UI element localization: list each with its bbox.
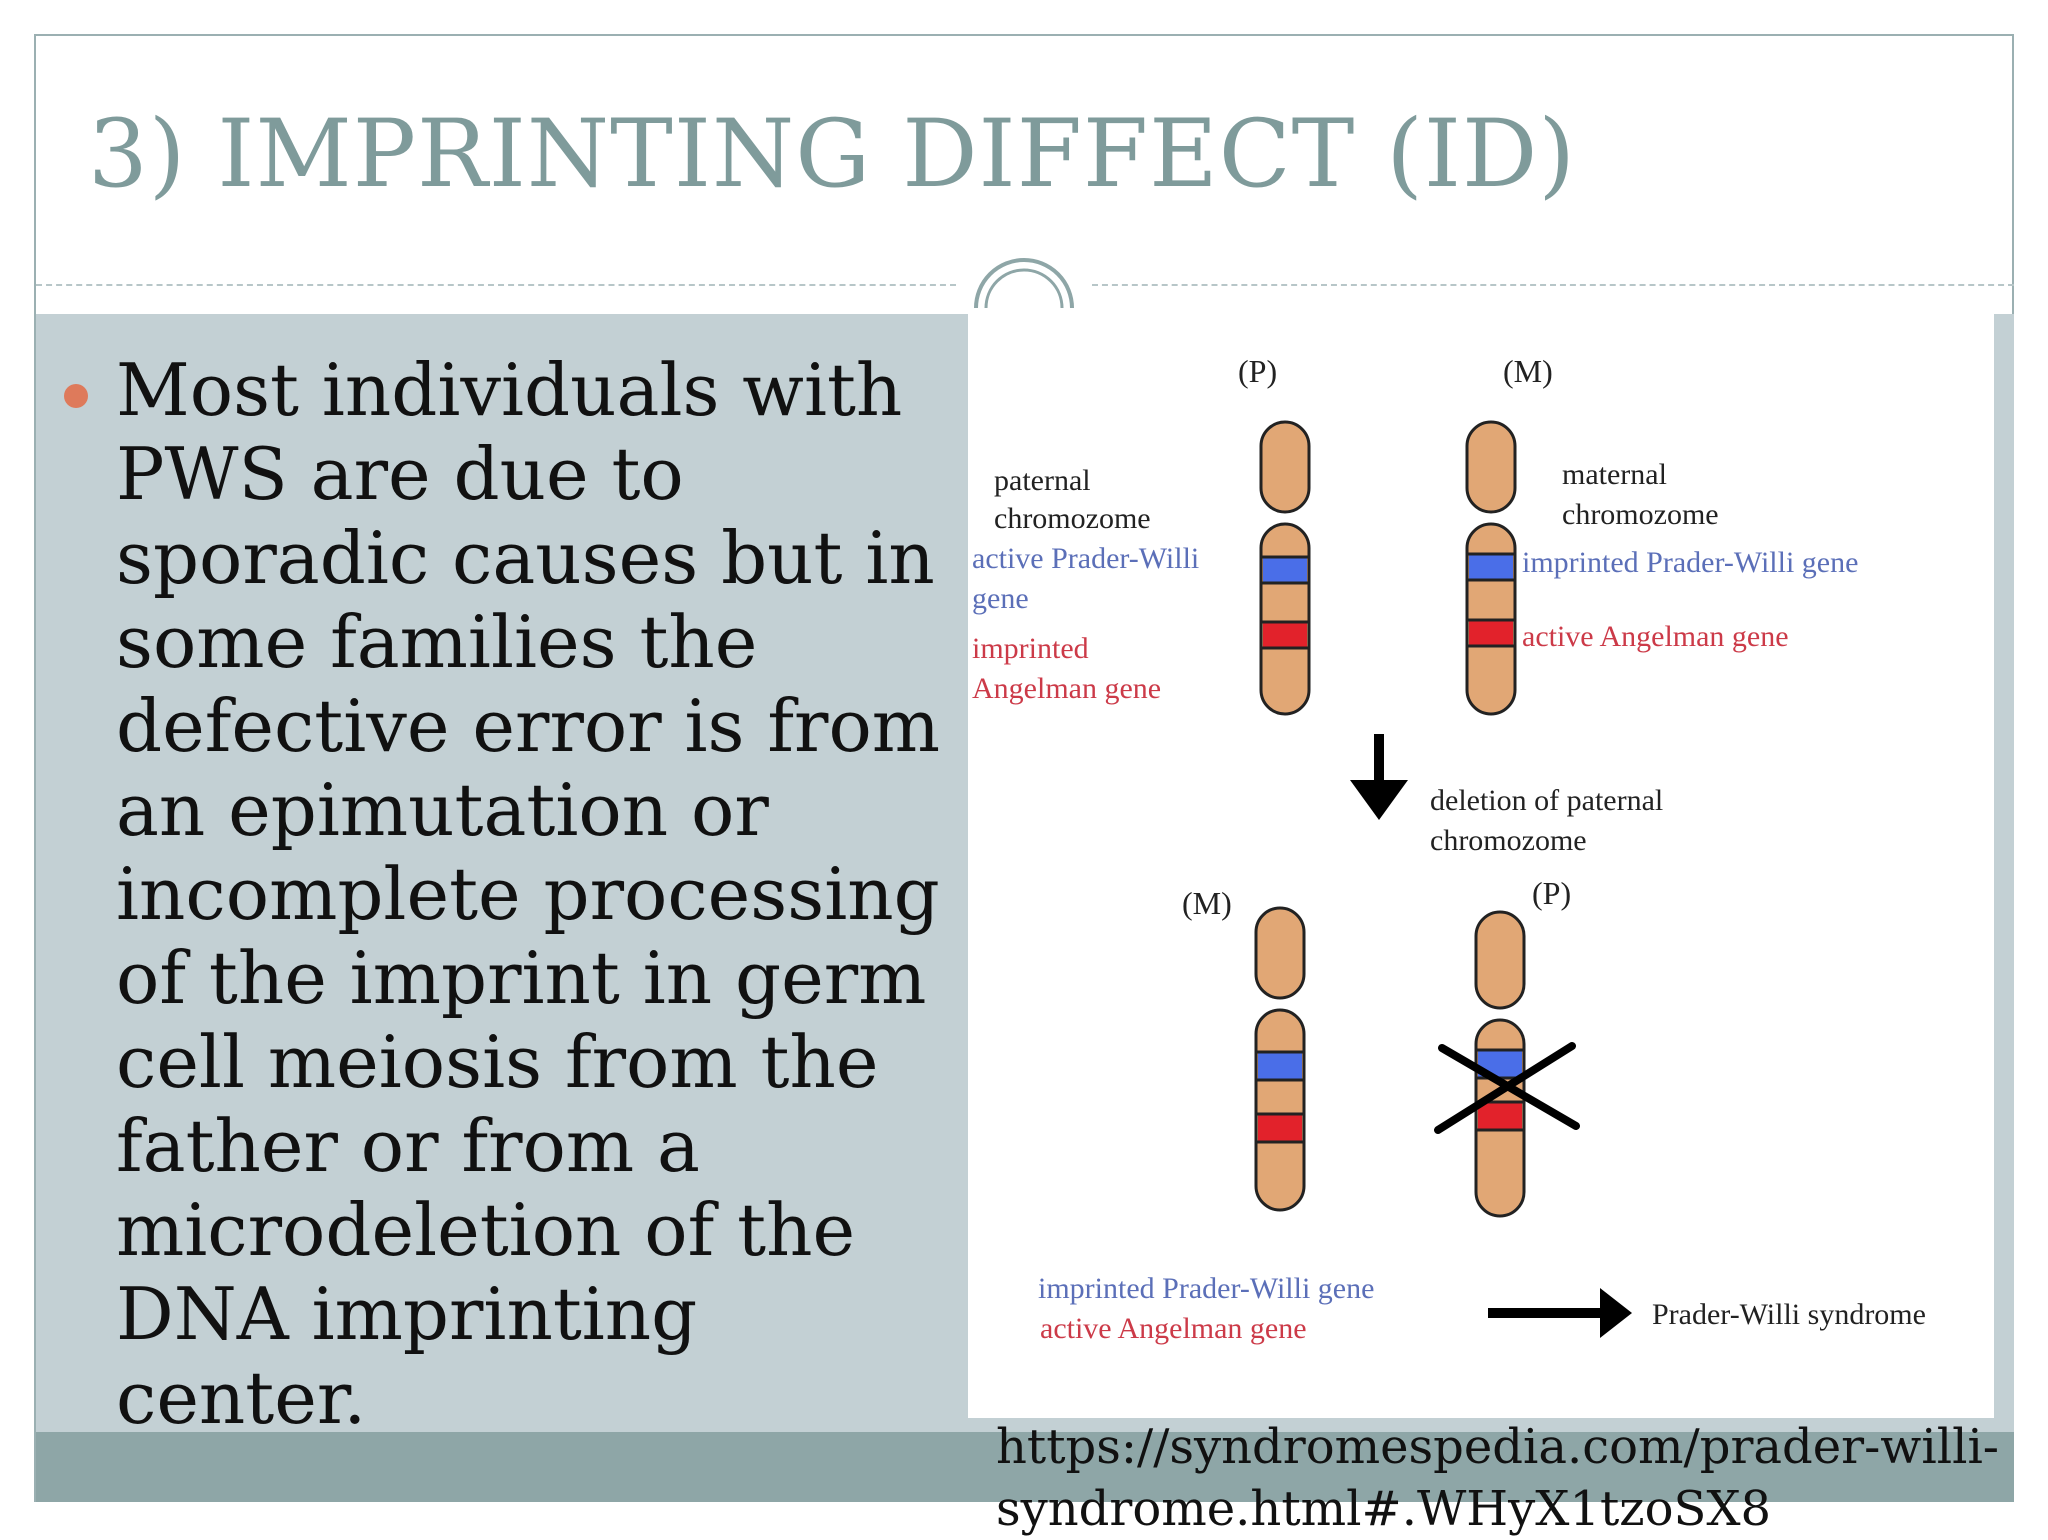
- source-link[interactable]: https://syndromespedia.com/prader-willi-…: [996, 1419, 2000, 1537]
- footer-band: [36, 1432, 2014, 1502]
- paternal-label-line2: chromozome: [994, 502, 1151, 535]
- bottom-maternal-tag: (M): [1182, 885, 1232, 921]
- active-angelman-label: active Angelman gene: [1522, 620, 1789, 653]
- imprinted-angelman-label-line1: imprinted: [972, 632, 1089, 665]
- bullet-dot-icon: [64, 384, 88, 408]
- title-divider-right: [1092, 284, 2014, 286]
- top-paternal-tag: (P): [1238, 353, 1277, 389]
- title-divider-left: [36, 284, 956, 286]
- circle-ornament-icon: [974, 258, 1074, 308]
- paternal-label-line1: paternal: [994, 464, 1091, 497]
- active-pw-label-line2: gene: [972, 582, 1029, 615]
- maternal-label-line2: chromozome: [1562, 498, 1719, 531]
- down-arrow-icon: [1350, 734, 1408, 820]
- paternal-chromosome: [1259, 420, 1311, 716]
- result-active-angelman-label: active Angelman gene: [1040, 1312, 1307, 1345]
- imprinted-pw-label: imprinted Prader-Willi gene: [1522, 546, 1858, 579]
- deletion-cross-icon: [1434, 1042, 1580, 1134]
- maternal-chromosome: [1465, 420, 1517, 716]
- genetics-diagram: (P) (M) paternal chromozome active Prade…: [968, 314, 1994, 1418]
- bottom-maternal-chromosome: [1254, 906, 1306, 1212]
- bottom-paternal-chromosome: [1474, 910, 1526, 1218]
- result-imprinted-pw-label: imprinted Prader-Willi gene: [1038, 1272, 1374, 1305]
- deletion-label-line1: deletion of paternal: [1430, 784, 1663, 817]
- imprinted-angelman-label-line2: Angelman gene: [972, 672, 1161, 705]
- slide-title: 3) IMPRINTING DIFFECT (ID): [88, 100, 1577, 209]
- bullet-text: Most individuals with PWS are due to spo…: [116, 348, 941, 1440]
- top-maternal-tag: (M): [1503, 353, 1553, 389]
- outcome-label: Prader-Willi syndrome: [1652, 1298, 1926, 1331]
- deletion-label-line2: chromozome: [1430, 824, 1587, 857]
- active-pw-label-line1: active Prader-Willi: [972, 542, 1199, 575]
- maternal-label-line1: maternal: [1562, 458, 1667, 491]
- right-arrow-icon: [1488, 1288, 1632, 1338]
- bottom-paternal-tag: (P): [1532, 875, 1571, 911]
